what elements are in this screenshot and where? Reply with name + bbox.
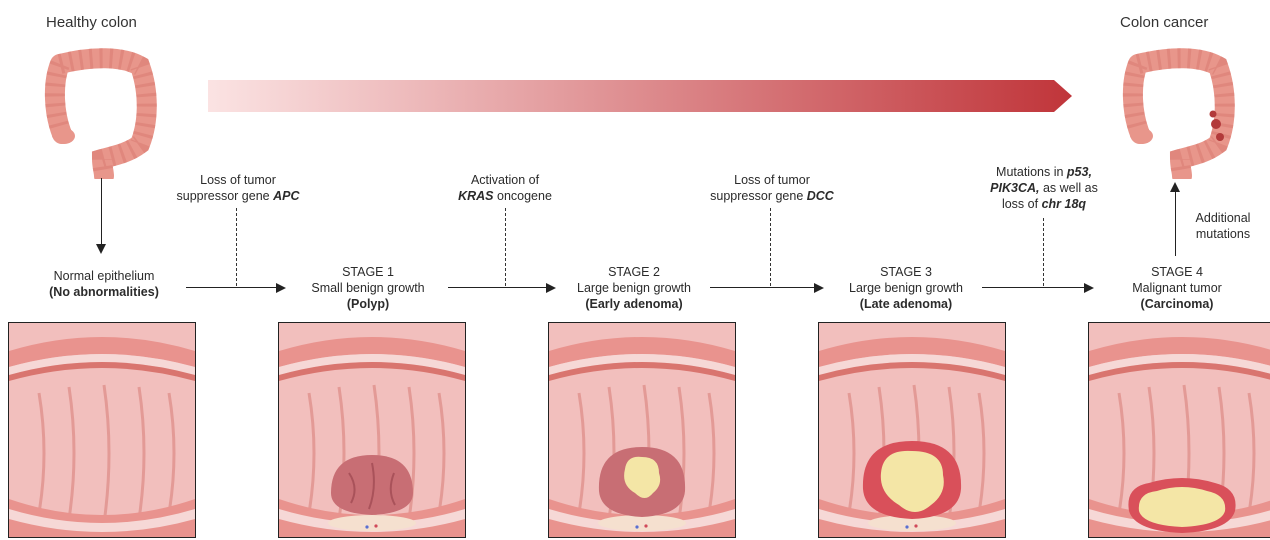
panel-early-adenoma — [548, 322, 736, 538]
down-arrow-line — [101, 178, 102, 246]
kras-connector — [505, 208, 506, 286]
down-arrow-head — [96, 244, 106, 254]
colon-cancer-illustration — [1110, 44, 1240, 179]
healthy-colon-title: Healthy colon — [46, 14, 137, 31]
dcc-connector — [770, 208, 771, 286]
tumor-spot-icon — [1211, 119, 1221, 129]
p53-connector — [1043, 218, 1044, 286]
arrow-3-4-head — [1084, 283, 1094, 293]
panel-normal-epithelium — [8, 322, 196, 538]
stage-0-label: Normal epithelium (No abnormalities) — [22, 268, 186, 300]
additional-mutations-label: Additional mutations — [1183, 210, 1263, 242]
apc-connector — [236, 208, 237, 286]
arrow-3-4 — [982, 287, 1086, 288]
stage-1-label: STAGE 1 Small benign growth (Polyp) — [286, 264, 450, 312]
stage-4-label: STAGE 4 Malignant tumor (Carcinoma) — [1102, 264, 1252, 312]
event-kras-label: Activation of KRAS oncogene — [420, 172, 590, 204]
healthy-colon-illustration — [32, 44, 162, 179]
event-apc-label: Loss of tumor suppressor gene APC — [150, 172, 326, 204]
up-arrow-line — [1175, 192, 1176, 256]
arrow-2-3 — [710, 287, 816, 288]
up-arrow-head — [1170, 182, 1180, 192]
panel-carcinoma — [1088, 322, 1270, 538]
event-dcc-label: Loss of tumor suppressor gene DCC — [684, 172, 860, 204]
progression-gradient-arrow — [208, 76, 1074, 116]
stage-3-label: STAGE 3 Large benign growth (Late adenom… — [824, 264, 988, 312]
arrow-0-1-head — [276, 283, 286, 293]
colon-cancer-title: Colon cancer — [1120, 14, 1208, 31]
arrow-2-3-head — [814, 283, 824, 293]
panel-late-adenoma — [818, 322, 1006, 538]
arrow-1-2 — [448, 287, 548, 288]
stage-2-label: STAGE 2 Large benign growth (Early adeno… — [554, 264, 714, 312]
event-p53-label: Mutations in p53, PIK3CA, as well as los… — [972, 164, 1116, 212]
arrow-0-1 — [186, 287, 278, 288]
panel-polyp — [278, 322, 466, 538]
